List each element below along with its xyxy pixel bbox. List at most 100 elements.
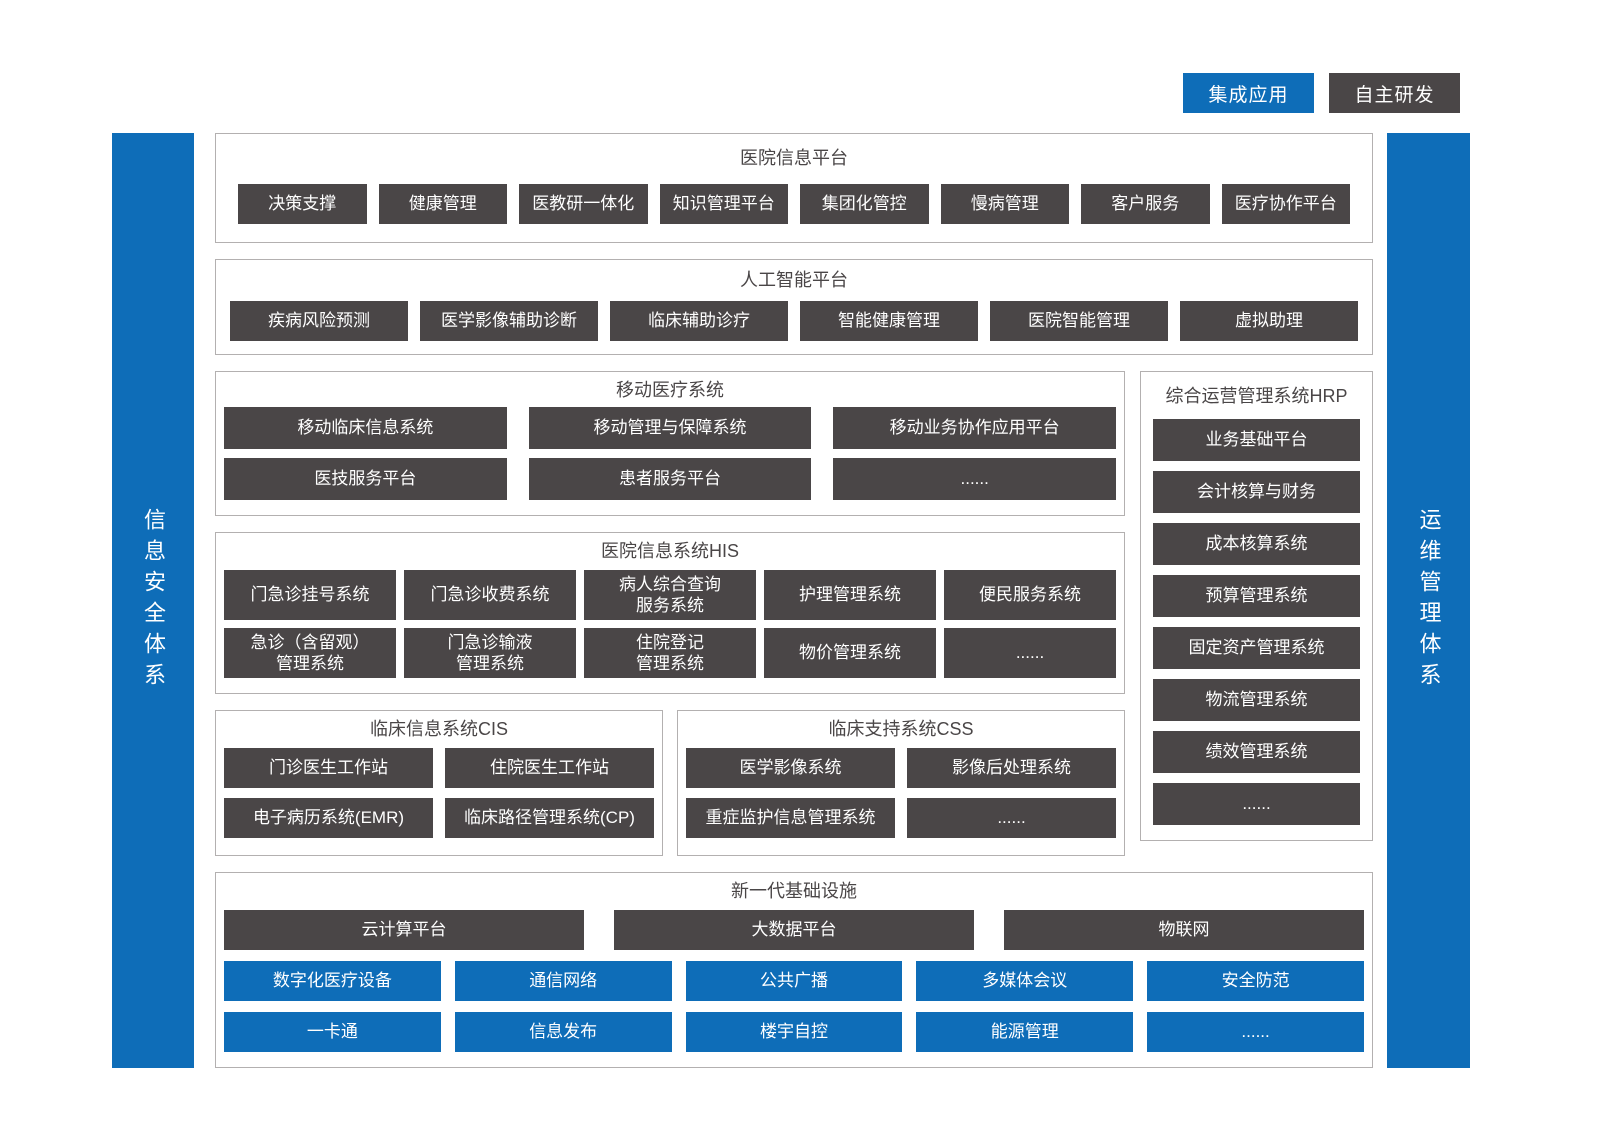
legend-self-developed: 自主研发 [1329,73,1460,113]
section-cis: 临床信息系统CIS 门诊医生工作站 住院医生工作站 电子病历系统(EMR) 临床… [215,710,663,856]
module-block: 知识管理平台 [659,184,788,224]
module-block: 移动管理与保障系统 [528,407,812,449]
module-block: 数字化医疗设备 [224,961,441,1001]
module-row: 医学影像系统 影像后处理系统 [678,748,1124,788]
middle-left-column: 移动医疗系统 移动临床信息系统 移动管理与保障系统 移动业务协作应用平台 医技服… [215,371,1125,856]
module-block: 重症监护信息管理系统 [686,798,895,838]
module-row: 重症监护信息管理系统 ...... [678,798,1124,838]
module-block: 门诊医生工作站 [224,748,433,788]
module-row: 疾病风险预测 医学影像辅助诊断 临床辅助诊疗 智能健康管理 医院智能管理 虚拟助… [216,301,1372,341]
section-ai-platform: 人工智能平台 疾病风险预测 医学影像辅助诊断 临床辅助诊疗 智能健康管理 医院智… [215,259,1373,355]
module-block: 急诊（含留观） 管理系统 [224,628,396,678]
module-block: ...... [907,798,1116,838]
section-title: 移动医疗系统 [616,380,724,400]
module-row: 电子病历系统(EMR) 临床路径管理系统(CP) [216,798,662,838]
module-block: 医教研一体化 [519,184,648,224]
module-block: 物联网 [1004,910,1364,950]
module-row: 急诊（含留观） 管理系统 门急诊输液 管理系统 住院登记 管理系统 物价管理系统… [216,628,1124,678]
module-block: 安全防范 [1147,961,1364,1001]
module-block: 门急诊挂号系统 [224,570,396,620]
module-block: 住院登记 管理系统 [584,628,756,678]
module-block: 健康管理 [378,184,507,224]
module-block: 电子病历系统(EMR) [224,798,433,838]
module-block: 临床辅助诊疗 [610,301,788,341]
module-block: 预算管理系统 [1153,575,1360,617]
module-row: 移动临床信息系统 移动管理与保障系统 移动业务协作应用平台 [216,407,1124,449]
module-block: 医学影像辅助诊断 [420,301,598,341]
middle-band: 移动医疗系统 移动临床信息系统 移动管理与保障系统 移动业务协作应用平台 医技服… [215,371,1373,856]
module-block: 业务基础平台 [1153,419,1360,461]
module-block: 医疗协作平台 [1221,184,1350,224]
section-title: 综合运营管理系统HRP [1165,386,1348,406]
module-block: 疾病风险预测 [230,301,408,341]
module-row: 云计算平台 大数据平台 物联网 [216,910,1372,950]
module-block: 便民服务系统 [944,570,1116,620]
module-block: 一卡通 [224,1012,441,1052]
module-block: 成本核算系统 [1153,523,1360,565]
legend-integrated-app: 集成应用 [1183,73,1314,113]
section-hospital-info-platform: 医院信息平台 决策支撑 健康管理 医教研一体化 知识管理平台 集团化管控 慢病管… [215,133,1373,243]
module-block: 决策支撑 [238,184,367,224]
module-block: 通信网络 [454,961,672,1001]
legend: 集成应用 自主研发 [1183,73,1460,113]
section-title: 临床信息系统CIS [369,719,508,739]
module-block: 多媒体会议 [916,961,1134,1001]
module-block: 会计核算与财务 [1153,471,1360,513]
section-infrastructure: 新一代基础设施 云计算平台 大数据平台 物联网 数字化医疗设备 通信网络 公共广… [215,872,1373,1068]
module-block: 物价管理系统 [764,628,936,678]
module-block: 集团化管控 [800,184,929,224]
left-sidebar-info-security: 信息安全体系 [112,133,194,1068]
module-block: 云计算平台 [224,910,584,950]
module-row: 门诊医生工作站 住院医生工作站 [216,748,662,788]
module-block: 公共广播 [685,961,903,1001]
module-block: ...... [944,628,1116,678]
module-block: 影像后处理系统 [907,748,1116,788]
left-sidebar-label: 信息安全体系 [141,507,166,694]
module-block: 住院医生工作站 [445,748,654,788]
right-sidebar-label: 运维管理体系 [1416,507,1442,694]
module-block: 能源管理 [916,1012,1134,1052]
module-block: 患者服务平台 [528,458,812,500]
section-hrp: 综合运营管理系统HRP 业务基础平台 会计核算与财务 成本核算系统 预算管理系统… [1140,371,1373,841]
module-block: ...... [1153,783,1360,825]
section-title: 医院信息系统HIS [600,541,739,561]
module-block: 固定资产管理系统 [1153,627,1360,669]
module-row: 一卡通 信息发布 楼宇自控 能源管理 ...... [216,1012,1372,1052]
module-block: 门急诊收费系统 [404,570,576,620]
module-block: ...... [1147,1012,1364,1052]
section-mobile-medical: 移动医疗系统 移动临床信息系统 移动管理与保障系统 移动业务协作应用平台 医技服… [215,371,1125,516]
module-block: 医学影像系统 [686,748,895,788]
section-title: 新一代基础设施 [731,881,857,901]
module-block: 移动业务协作应用平台 [833,407,1117,449]
module-block: 楼宇自控 [685,1012,903,1052]
module-row: 门急诊挂号系统 门急诊收费系统 病人综合查询 服务系统 护理管理系统 便民服务系… [216,570,1124,620]
module-block: 临床路径管理系统(CP) [445,798,654,838]
section-title: 人工智能平台 [740,270,848,290]
right-sidebar-ops-management: 运维管理体系 [1387,133,1470,1068]
module-block: 慢病管理 [940,184,1069,224]
module-block: 客户服务 [1081,184,1210,224]
module-block: 大数据平台 [614,910,974,950]
module-stack: 业务基础平台 会计核算与财务 成本核算系统 预算管理系统 固定资产管理系统 物流… [1141,419,1372,840]
content-column: 医院信息平台 决策支撑 健康管理 医教研一体化 知识管理平台 集团化管控 慢病管… [215,133,1373,1068]
module-block: 医技服务平台 [224,458,507,500]
cis-css-row: 临床信息系统CIS 门诊医生工作站 住院医生工作站 电子病历系统(EMR) 临床… [215,710,1125,856]
module-row: 数字化医疗设备 通信网络 公共广播 多媒体会议 安全防范 [216,961,1372,1001]
module-block: 病人综合查询 服务系统 [584,570,756,620]
section-title: 临床支持系统CSS [828,719,974,739]
section-his: 医院信息系统HIS 门急诊挂号系统 门急诊收费系统 病人综合查询 服务系统 护理… [215,532,1125,694]
module-row: 决策支撑 健康管理 医教研一体化 知识管理平台 集团化管控 慢病管理 客户服务 … [216,184,1372,224]
module-block: 信息发布 [454,1012,672,1052]
module-block: 绩效管理系统 [1153,731,1360,773]
module-row: 医技服务平台 患者服务平台 ...... [216,458,1124,500]
module-block: 智能健康管理 [800,301,978,341]
module-block: 虚拟助理 [1180,301,1358,341]
module-block: 医院智能管理 [990,301,1168,341]
module-block: 护理管理系统 [764,570,936,620]
module-block: ...... [833,458,1117,500]
section-css: 临床支持系统CSS 医学影像系统 影像后处理系统 重症监护信息管理系统 ....… [677,710,1125,856]
module-block: 门急诊输液 管理系统 [404,628,576,678]
module-block: 移动临床信息系统 [224,407,507,449]
section-title: 医院信息平台 [740,148,848,168]
